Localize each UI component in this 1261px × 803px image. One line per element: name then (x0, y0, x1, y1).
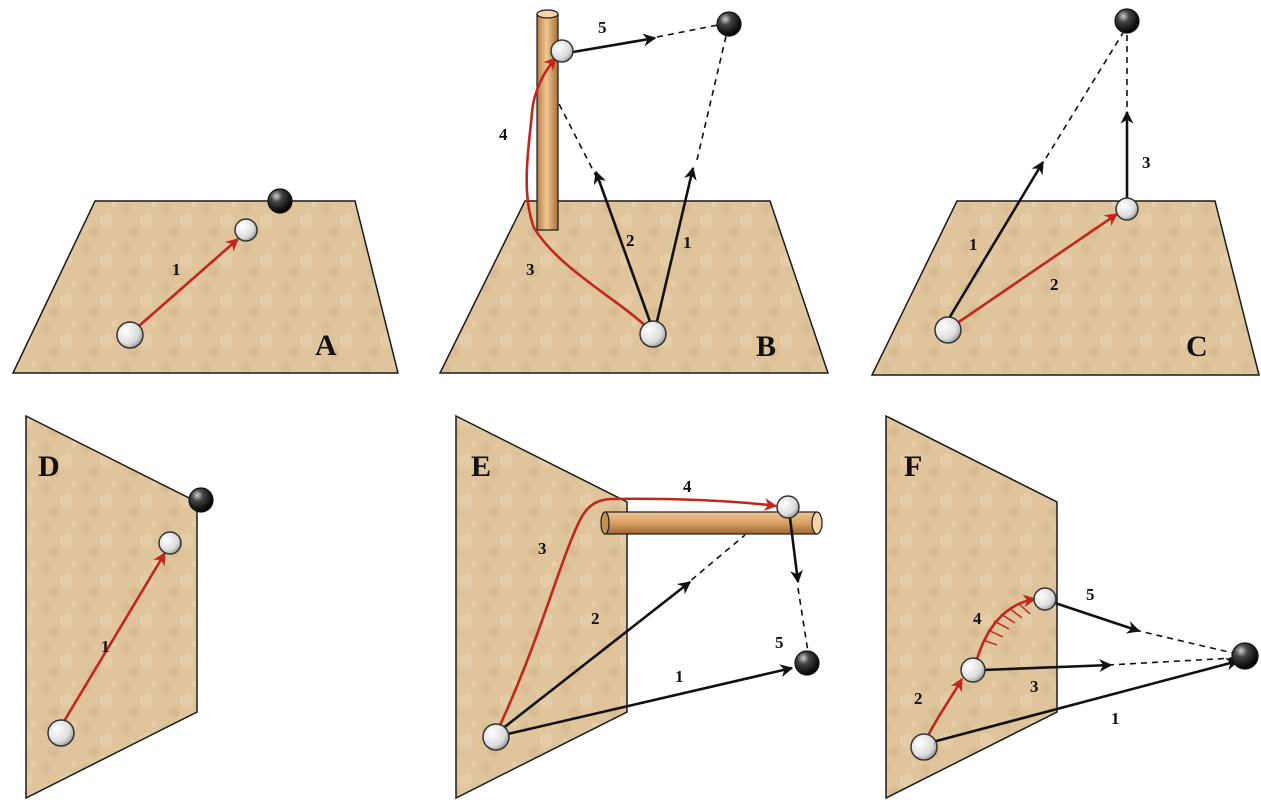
path-1-black (653, 166, 697, 331)
path-3-4-red (525, 57, 653, 333)
path-label: 1 (969, 235, 978, 254)
path-label: 2 (914, 689, 923, 708)
path-5-black (572, 33, 657, 54)
surface-floor (11, 200, 399, 374)
surface-wall (885, 414, 1058, 800)
dashed-extension (656, 24, 719, 38)
start-ball (116, 321, 144, 349)
path-label: 3 (1142, 153, 1151, 172)
path-label: 1 (1111, 709, 1120, 728)
path-2-black (496, 580, 692, 735)
dashed-extension (1134, 629, 1238, 655)
path-label: 2 (1050, 275, 1059, 294)
start-ball (47, 719, 75, 747)
target-ball (794, 650, 820, 676)
panel-e: 4 3 2 5 1 E (455, 414, 823, 800)
path-3-black (982, 658, 1113, 672)
path-label: 1 (683, 233, 692, 252)
start-ball (910, 733, 938, 761)
panel-b: 5 4 2 1 3 B (438, 9, 830, 374)
target-ball (716, 11, 742, 37)
dashed-extension (1045, 27, 1127, 159)
panel-letter-c: C (1186, 330, 1208, 363)
path-label: 1 (172, 260, 181, 279)
path-label: 4 (973, 609, 982, 628)
end-ball (234, 218, 258, 242)
start-ball (482, 723, 510, 751)
panel-letter-a: A (315, 329, 337, 362)
path-label: 1 (675, 667, 684, 686)
path-label: 1 (101, 637, 110, 656)
path-1-red (130, 238, 239, 334)
path-1-black (946, 160, 1045, 321)
target-ball (188, 487, 214, 513)
path-5-black (788, 517, 803, 584)
mid-ball (1115, 197, 1139, 221)
path-2-black (593, 170, 655, 331)
path-label: 4 (683, 477, 692, 496)
path-1-black (498, 664, 794, 738)
panel-d: 1 D (25, 414, 214, 800)
path-1-red (61, 551, 167, 724)
path-label: 3 (526, 260, 535, 279)
target-ball (1231, 642, 1259, 670)
mid-ball (960, 657, 986, 683)
panel-f: 5 4 2 3 1 F (885, 414, 1259, 800)
rod-end-cap (811, 511, 823, 535)
rod-near-cap (600, 511, 610, 535)
rod-ball (550, 39, 574, 63)
path-label: 3 (538, 539, 547, 558)
panel-letter-b: B (756, 330, 776, 363)
path-4-red (973, 594, 1037, 667)
path-5-black (1054, 601, 1141, 634)
path-label: 5 (1086, 585, 1095, 604)
dashed-extension (797, 587, 809, 653)
path-label: 3 (1030, 677, 1039, 696)
dashed-extension (682, 534, 746, 588)
start-ball (934, 316, 962, 344)
target-ball (267, 188, 293, 214)
target-ball (1114, 8, 1140, 34)
panel-letter-e: E (471, 450, 491, 483)
path-label: 5 (775, 633, 784, 652)
path-label: 2 (626, 231, 635, 250)
surface-floor (438, 200, 830, 374)
dashed-extension (556, 99, 598, 179)
start-ball (639, 320, 667, 348)
rod-top-cap (536, 9, 559, 19)
panel-c: 3 1 2 C (870, 8, 1260, 376)
path-label: 4 (499, 125, 508, 144)
panel-letter-f: F (904, 450, 922, 483)
dashed-extension (696, 31, 728, 161)
dashed-extension (1107, 657, 1235, 666)
panel-letter-d: D (38, 450, 60, 483)
friction-hatching (982, 602, 1031, 646)
path-3-4-red (494, 497, 778, 735)
path-label: 5 (598, 18, 607, 37)
upper-ball (1033, 587, 1057, 611)
panel-a: 1 A (11, 188, 399, 374)
end-ball (158, 531, 182, 555)
rod-ball (776, 495, 800, 519)
path-1-black (924, 657, 1240, 746)
path-2-red (949, 212, 1119, 330)
surface-wall (25, 414, 198, 800)
path-label: 2 (591, 609, 600, 628)
